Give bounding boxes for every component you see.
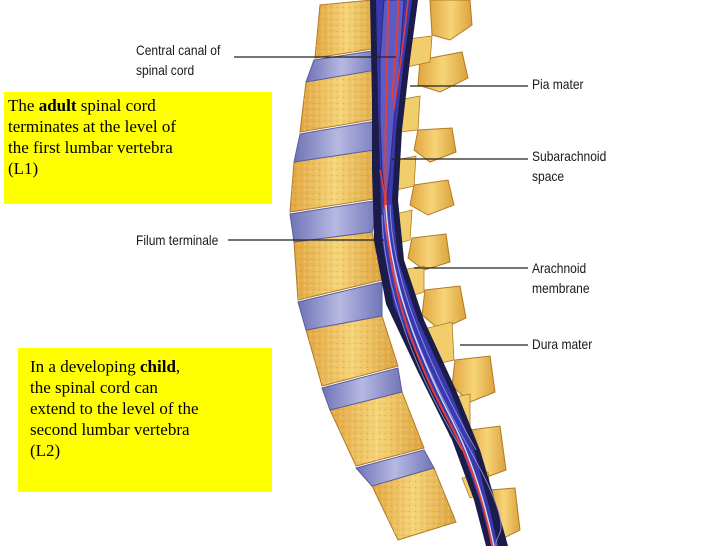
note-adult-bold: adult xyxy=(39,96,77,115)
note-child-bold: child xyxy=(140,357,176,376)
label-filum-terminale: Filum terminale xyxy=(136,230,218,250)
label-central-canal-line-1: Central canal of xyxy=(136,40,220,60)
note-child-line-4: second lumbar vertebra xyxy=(30,419,272,440)
label-pia-mater-text: Pia mater xyxy=(532,74,584,94)
note-child-line-1: In a developing child, xyxy=(30,356,272,377)
label-subarachnoid-line-2: space xyxy=(532,166,606,186)
label-arachnoid-line-2: membrane xyxy=(532,278,590,298)
note-adult: The adult spinal cord terminates at the … xyxy=(4,92,272,204)
note-child-line-5: (L2) xyxy=(30,440,272,461)
note-adult-line-4: (L1) xyxy=(8,158,272,179)
label-central-canal: Central canal of spinal cord xyxy=(136,40,220,80)
label-dura-mater: Dura mater xyxy=(532,334,592,354)
note-child-post: , xyxy=(176,357,180,376)
label-subarachnoid: Subarachnoid space xyxy=(532,146,606,186)
label-dura-mater-text: Dura mater xyxy=(532,334,592,354)
label-pia-mater: Pia mater xyxy=(532,74,584,94)
label-arachnoid-line-1: Arachnoid xyxy=(532,258,590,278)
label-subarachnoid-line-1: Subarachnoid xyxy=(532,146,606,166)
label-filum-terminale-text: Filum terminale xyxy=(136,230,218,250)
note-adult-line-3: the first lumbar vertebra xyxy=(8,137,272,158)
label-arachnoid: Arachnoid membrane xyxy=(532,258,590,298)
note-child-line-3: extend to the level of the xyxy=(30,398,272,419)
note-adult-line-2: terminates at the level of xyxy=(8,116,272,137)
label-central-canal-line-2: spinal cord xyxy=(136,60,220,80)
note-adult-line-1: The adult spinal cord xyxy=(8,95,272,116)
note-child: In a developing child, the spinal cord c… xyxy=(18,348,272,492)
note-adult-post: spinal cord xyxy=(76,96,155,115)
note-child-pre: In a developing xyxy=(30,357,140,376)
note-child-line-2: the spinal cord can xyxy=(30,377,272,398)
note-adult-pre: The xyxy=(8,96,39,115)
